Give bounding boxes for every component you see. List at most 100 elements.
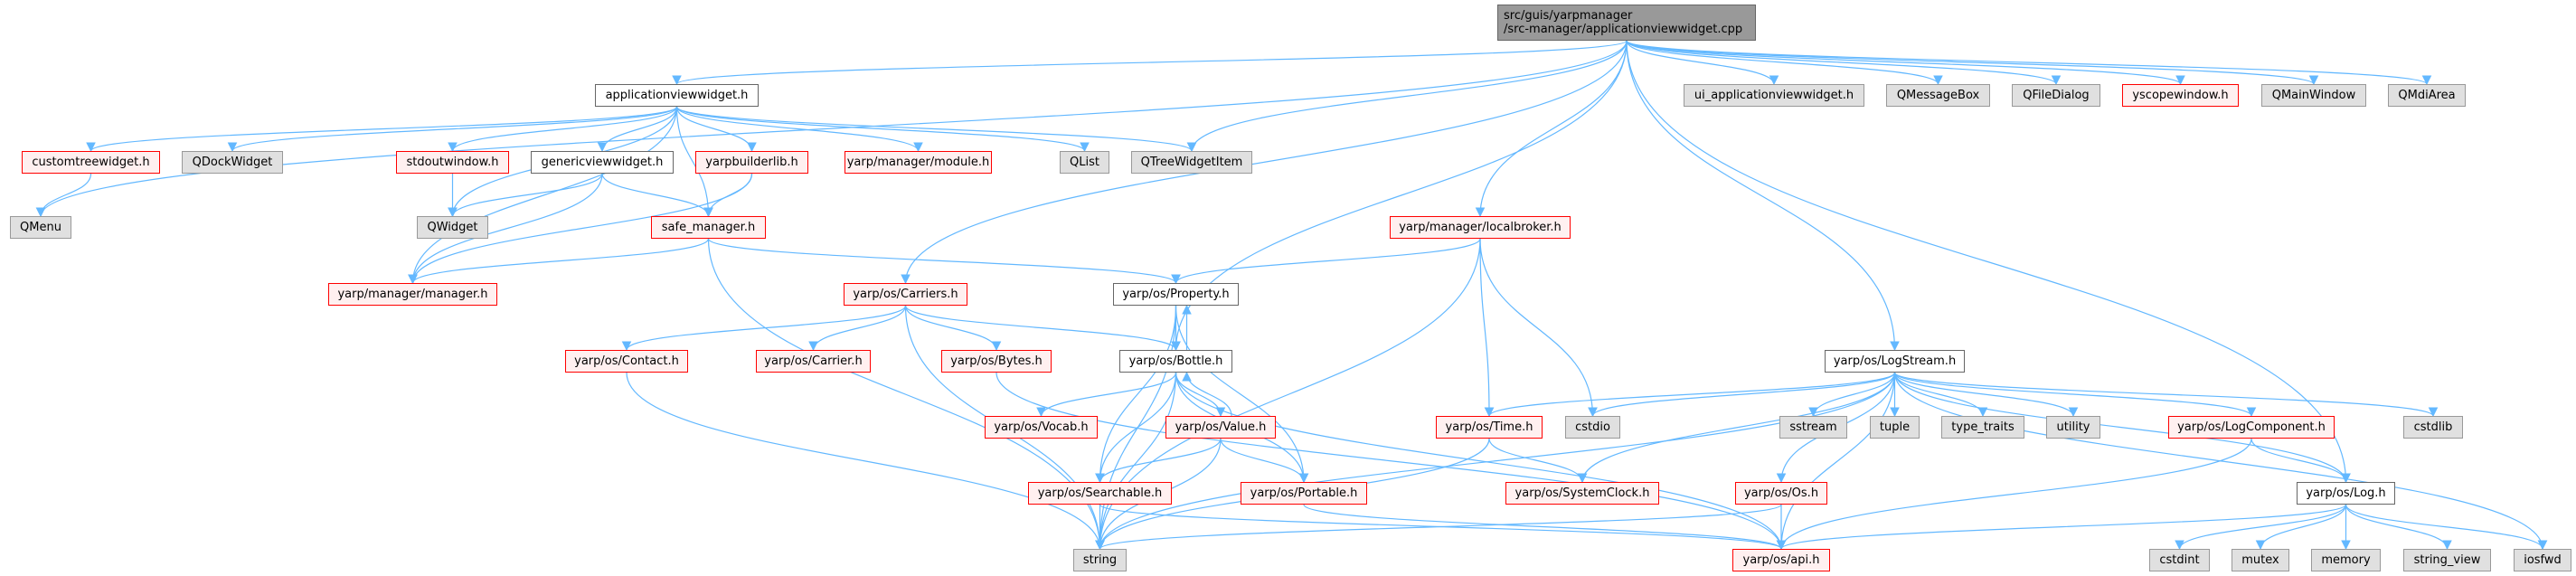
node-cstdint[interactable]: cstdint	[2149, 549, 2210, 571]
node-api[interactable]: yarp/os/api.h	[1732, 549, 1830, 571]
edge-bytes-to-api	[995, 372, 1787, 551]
node-logstream[interactable]: yarp/os/LogStream.h	[1825, 350, 1965, 373]
node-qfile[interactable]: QFileDialog	[2012, 84, 2100, 107]
node-cstdio[interactable]: cstdio	[1565, 416, 1620, 439]
edge-root-to-bottle	[1171, 40, 1628, 352]
node-stringview[interactable]: string_view	[2403, 549, 2491, 571]
node-contact[interactable]: yarp/os/Contact.h	[565, 350, 688, 373]
node-avw[interactable]: applicationviewwidget.h	[595, 84, 759, 107]
node-label: mutex	[2241, 553, 2279, 567]
node-ui[interactable]: ui_applicationviewwidget.h	[1684, 84, 1864, 107]
edge-bottle-to-vocab	[1036, 372, 1177, 418]
edge-root-to-carriers	[901, 40, 1628, 285]
edge-avw-to-qdock	[227, 106, 678, 153]
edge-logstream-to-string	[1095, 372, 1896, 551]
root-path-line-1: src/guis/yarpmanager	[1504, 9, 1633, 23]
edge-property-to-portable	[1175, 305, 1309, 484]
node-localbroker[interactable]: yarp/manager/localbroker.h	[1390, 216, 1571, 239]
node-ctw[interactable]: customtreewidget.h	[22, 151, 160, 174]
node-label: yarp/os/api.h	[1742, 553, 1820, 567]
node-label: genericviewwidget.h	[541, 156, 664, 169]
edge-log-to-api	[1776, 504, 2347, 551]
root-file-node[interactable]: src/guis/yarpmanager /src-manager/applic…	[1497, 5, 1756, 41]
node-string[interactable]: string	[1073, 549, 1127, 571]
node-qmain[interactable]: QMainWindow	[2261, 84, 2366, 107]
node-label: string	[1082, 553, 1118, 567]
node-value[interactable]: yarp/os/Value.h	[1165, 416, 1276, 439]
node-qwidget[interactable]: QWidget	[417, 216, 488, 239]
node-carriers[interactable]: yarp/os/Carriers.h	[844, 283, 967, 306]
node-label: yarp/os/LogComponent.h	[2177, 420, 2326, 434]
edge-root-to-yscope	[1626, 40, 2185, 86]
node-memory[interactable]: memory	[2311, 549, 2381, 571]
edge-root-to-qmdi	[1626, 40, 2432, 86]
node-sstream[interactable]: sstream	[1779, 416, 1847, 439]
node-label: yarp/manager/localbroker.h	[1399, 221, 1562, 234]
node-carrier[interactable]: yarp/os/Carrier.h	[756, 350, 871, 373]
node-typetraits[interactable]: type_traits	[1941, 416, 2024, 439]
node-portable[interactable]: yarp/os/Portable.h	[1241, 482, 1367, 505]
edge-logstream-to-utility	[1893, 372, 2079, 418]
edge-avw-to-manager	[408, 106, 678, 285]
node-qmdi[interactable]: QMdiArea	[2388, 84, 2466, 107]
node-tuple[interactable]: tuple	[1870, 416, 1920, 439]
edge-ybl-to-manager	[408, 173, 753, 285]
node-sysclock[interactable]: yarp/os/SystemClock.h	[1505, 482, 1659, 505]
node-utility[interactable]: utility	[2046, 416, 2100, 439]
node-stdout[interactable]: stdoutwindow.h	[396, 151, 509, 174]
node-log[interactable]: yarp/os/Log.h	[2297, 482, 2395, 505]
edge-carriers-to-bottle	[904, 305, 1181, 352]
node-qtwi[interactable]: QTreeWidgetItem	[1131, 151, 1252, 174]
node-ybl[interactable]: yarpbuilderlib.h	[695, 151, 808, 174]
node-property[interactable]: yarp/os/Property.h	[1113, 283, 1239, 306]
node-logcomp[interactable]: yarp/os/LogComponent.h	[2168, 416, 2335, 439]
node-safe[interactable]: safe_manager.h	[651, 216, 766, 239]
edge-logstream-to-iosfwd	[1893, 372, 2548, 551]
node-label: QTreeWidgetItem	[1140, 156, 1243, 169]
edge-gvw-to-qwidget	[448, 173, 603, 218]
node-label: QMdiArea	[2398, 89, 2456, 102]
node-manager[interactable]: yarp/manager/manager.h	[328, 283, 497, 306]
node-label: yarp/os/Carrier.h	[764, 354, 863, 368]
edge-bottle-to-value	[1175, 372, 1226, 418]
node-bottle[interactable]: yarp/os/Bottle.h	[1119, 350, 1232, 373]
node-qmenu[interactable]: QMenu	[10, 216, 71, 239]
edge-logstream-to-typetraits	[1893, 372, 1988, 418]
node-gvw[interactable]: genericviewwidget.h	[531, 151, 674, 174]
node-mutex[interactable]: mutex	[2232, 549, 2289, 571]
node-label: QWidget	[427, 221, 478, 234]
edge-value-to-portable	[1220, 438, 1309, 484]
edge-logstream-to-sstream	[1808, 372, 1896, 418]
edge-root-to-localbroker	[1475, 40, 1628, 218]
edge-root-to-qmain	[1626, 40, 2319, 86]
node-bytes[interactable]: yarp/os/Bytes.h	[941, 350, 1052, 373]
node-qdock[interactable]: QDockWidget	[182, 151, 283, 174]
node-time[interactable]: yarp/os/Time.h	[1436, 416, 1543, 439]
edge-contact-to-string	[626, 372, 1105, 551]
edge-root-to-qmenu	[35, 40, 1628, 218]
node-iosfwd[interactable]: iosfwd	[2514, 549, 2571, 571]
node-qlist[interactable]: QList	[1060, 151, 1109, 174]
edge-root-to-log	[1626, 40, 2351, 484]
node-searchable[interactable]: yarp/os/Searchable.h	[1028, 482, 1172, 505]
edge-ctw-to-qmenu	[35, 173, 92, 218]
edge-property-to-searchable	[1095, 305, 1177, 484]
node-cstdlib[interactable]: cstdlib	[2403, 416, 2463, 439]
edge-logstream-to-logcomp	[1893, 372, 2257, 418]
edge-avw-to-stdout	[448, 106, 678, 153]
node-module[interactable]: yarp/manager/module.h	[845, 151, 992, 174]
node-label: yarp/manager/module.h	[846, 156, 990, 169]
node-label: safe_manager.h	[661, 221, 756, 234]
node-qmsg[interactable]: QMessageBox	[1886, 84, 1990, 107]
edge-localbroker-to-cstdio	[1479, 238, 1598, 418]
node-label: QFileDialog	[2023, 89, 2090, 102]
node-yscope[interactable]: yscopewindow.h	[2122, 84, 2239, 107]
node-vocab[interactable]: yarp/os/Vocab.h	[985, 416, 1098, 439]
node-label: yarp/os/Bytes.h	[950, 354, 1043, 368]
node-label: QMainWindow	[2271, 89, 2356, 102]
node-label: customtreewidget.h	[32, 156, 150, 169]
edge-avw-to-ybl	[675, 106, 757, 153]
node-label: yarp/os/Value.h	[1175, 420, 1267, 434]
edge-localbroker-to-property	[1171, 238, 1481, 285]
node-os[interactable]: yarp/os/Os.h	[1735, 482, 1827, 505]
